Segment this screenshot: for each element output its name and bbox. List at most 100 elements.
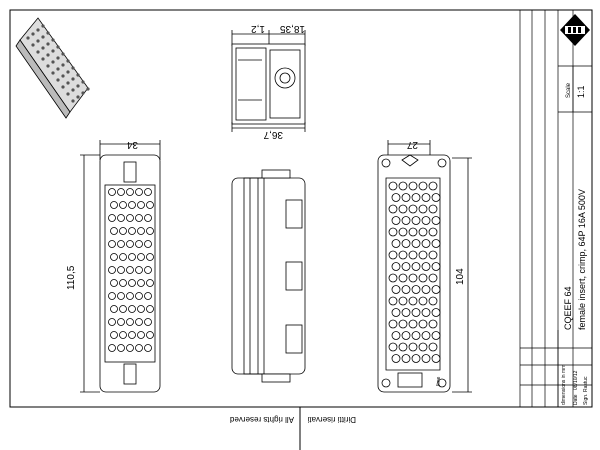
pin-contact <box>144 292 152 300</box>
pin-contact <box>144 240 152 248</box>
pin-contact <box>119 279 127 287</box>
date-label: Date <box>573 394 579 405</box>
pin-contact <box>421 308 431 317</box>
pin-contact <box>391 239 401 248</box>
pin-contact <box>398 227 408 237</box>
pin-contact <box>51 60 55 64</box>
pin-contact <box>398 204 408 214</box>
pin-contact <box>71 88 75 92</box>
pin-contact <box>66 92 70 96</box>
pin-contact <box>36 50 40 54</box>
pin-contact <box>428 204 438 214</box>
pin-contact <box>411 331 421 340</box>
pin-contact <box>128 305 136 313</box>
pin-contact <box>411 262 421 271</box>
pin-contact <box>119 227 127 235</box>
pin-contact <box>108 292 116 300</box>
pin-contact <box>117 188 125 196</box>
pin-contact <box>421 285 431 294</box>
product-code: CQEEF 64 <box>563 286 573 330</box>
pin-contact <box>56 45 60 49</box>
pin-contact <box>137 305 145 313</box>
pin-contact <box>126 240 134 248</box>
pin-contact <box>401 239 411 248</box>
pin-contact <box>110 331 118 339</box>
rights-reserved-text-it: Diritti riservati <box>307 415 356 424</box>
pin-contact <box>117 292 125 300</box>
pin-contact <box>110 279 118 287</box>
pin-contact <box>401 308 411 317</box>
pin-contact <box>146 305 154 313</box>
pin-contact <box>135 344 143 352</box>
pin-contact <box>144 318 152 326</box>
pin-contact <box>126 344 134 352</box>
dim-front-left-width: 34 <box>126 139 138 150</box>
pin-contact <box>388 296 398 306</box>
pin-contact <box>128 279 136 287</box>
pin-contact <box>418 273 428 283</box>
pin-contact <box>146 201 154 209</box>
pin-contact <box>31 32 35 36</box>
pin-contact <box>81 91 85 95</box>
pin-contact <box>108 344 116 352</box>
dim-front-right-height: 104 <box>455 268 466 285</box>
pin-contact <box>41 24 45 28</box>
pin-contact <box>51 71 55 75</box>
pin-contact <box>135 214 143 222</box>
pin-contact <box>117 266 125 274</box>
pin-contact <box>398 273 408 283</box>
pin-contact <box>61 74 65 78</box>
pin-contact <box>137 227 145 235</box>
pin-contact <box>71 77 75 81</box>
pin-contact <box>144 266 152 274</box>
pin-contact <box>66 70 70 74</box>
pin-contact <box>137 331 145 339</box>
pin-contact <box>418 342 428 352</box>
pin-contact <box>135 266 143 274</box>
pin-contact <box>411 193 421 202</box>
dim-front-left-height: 110,5 <box>66 265 77 290</box>
pin-contact <box>108 318 116 326</box>
pin-contact <box>421 239 431 248</box>
pin-contact <box>411 239 421 248</box>
pin-contact <box>108 214 116 222</box>
pin-contact <box>401 354 411 363</box>
pin-contact <box>398 250 408 260</box>
pin-contact <box>110 227 118 235</box>
pin-contact <box>41 35 45 39</box>
pin-contact <box>46 31 50 35</box>
company-logo <box>560 14 590 46</box>
pin-contact <box>411 285 421 294</box>
pin-contact <box>108 266 116 274</box>
pin-contact <box>408 227 418 237</box>
pin-contact <box>76 73 80 77</box>
pin-contact <box>408 296 418 306</box>
pin-contact <box>51 49 55 53</box>
pin-contact <box>388 273 398 283</box>
pin-contact <box>418 227 428 237</box>
pin-contact <box>421 354 431 363</box>
pin-contact <box>418 319 428 329</box>
pin-contact <box>36 28 40 32</box>
pin-contact <box>391 308 401 317</box>
side-view-top <box>231 30 306 132</box>
pin-contact <box>108 188 116 196</box>
pin-contact <box>31 43 35 47</box>
sign-label: Sign. <box>583 393 589 405</box>
pin-contact <box>431 193 441 202</box>
pin-contact <box>428 342 438 352</box>
pin-contact <box>119 331 127 339</box>
pin-contact <box>110 201 118 209</box>
pin-contact <box>128 253 136 261</box>
pin-contact <box>428 227 438 237</box>
pin-contact <box>135 188 143 196</box>
pin-contact <box>401 262 411 271</box>
pin-contact <box>391 216 401 225</box>
pin-contact <box>56 78 60 82</box>
pin-contact <box>431 354 441 363</box>
pin-contact <box>398 296 408 306</box>
pin-contact <box>71 99 75 103</box>
pin-contact <box>117 214 125 222</box>
rights-reserved-text: All rights reserved <box>229 415 294 424</box>
pin-contact <box>61 52 65 56</box>
